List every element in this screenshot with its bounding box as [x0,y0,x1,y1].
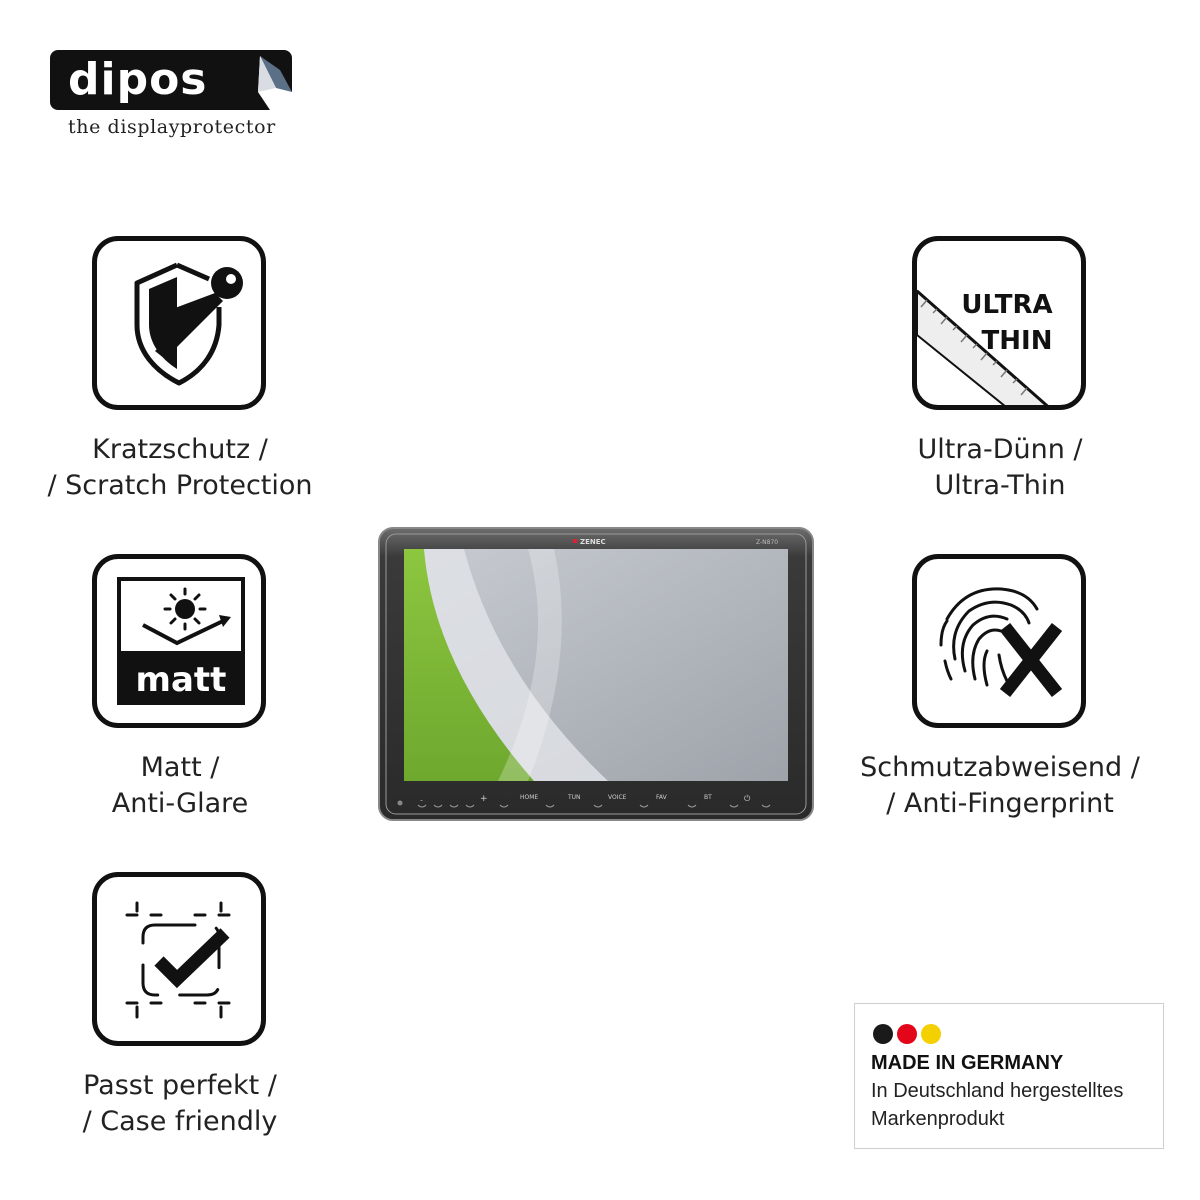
caption-line: Anti-Glare [111,788,249,819]
device-minus-button[interactable]: – [420,797,423,804]
svg-text:ZENEC: ZENEC [580,538,606,546]
case-friendly-icon-box [92,872,266,1046]
made-in-germany-line1: In Deutschland hergestelltes [871,1080,1124,1102]
caption-line: / Scratch Protection [47,470,313,501]
anti-fingerprint-caption: Schmutzabweisend / / Anti-Fingerprint [840,750,1160,822]
device-button-tun[interactable]: TUN [567,794,581,801]
ruler-ultra-thin-icon: ULTRA THIN [917,289,1053,405]
logo-badge [50,50,292,110]
scratch-protection-caption: Kratzschutz / / Scratch Protection [20,432,340,504]
caption-line: Kratzschutz / [92,434,268,465]
fingerprint-x-icon [939,587,1063,698]
device-button-fav[interactable]: FAV [656,794,668,801]
caption-line: Matt / [140,752,220,783]
brand-logo-text: dipos [68,54,208,105]
caption-line: / Case friendly [82,1106,278,1137]
flag-dot-red [897,1024,917,1044]
anti-glare-icon-box: matt [92,554,266,728]
thin-label: THIN [982,326,1053,356]
flag-dot-black [873,1024,893,1044]
made-in-germany-title: MADE IN GERMANY [871,1052,1064,1074]
matt-label: matt [136,660,227,700]
caption-line: Schmutzabweisend / [860,752,1140,783]
brand-tagline: the displayprotector [68,116,276,138]
device-button-home[interactable]: HOME [520,794,538,801]
device-model-label: Z-N870 [756,539,778,546]
sun-matt-icon: matt [117,577,245,705]
scratch-protection-icon-box [92,236,266,410]
device-power-button[interactable]: ⏻ [744,794,751,803]
anti-glare-caption: Matt / Anti-Glare [20,750,340,822]
device-plus-button[interactable]: + [480,794,488,804]
caption-line: / Anti-Fingerprint [886,788,1114,819]
caption-line: Passt perfekt / [83,1070,277,1101]
device-brand-label: ZENEC [573,538,606,546]
caption-line: Ultra-Dünn / [917,434,1083,465]
ultra-label: ULTRA [961,290,1052,320]
case-friendly-caption: Passt perfekt / / Case friendly [20,1068,340,1140]
device-illustration: ZENEC Z-N870 – + HOME TUN VOICE FAV BT ⏻ [378,527,814,821]
made-in-germany-badge: MADE IN GERMANY In Deutschland hergestel… [854,1003,1164,1149]
check-frame-icon [125,901,231,1019]
peel-corner-icon [258,56,292,110]
shield-key-icon [134,262,243,386]
anti-fingerprint-icon-box [912,554,1086,728]
ultra-thin-caption: Ultra-Dünn / Ultra-Thin [840,432,1160,504]
device-button-voice[interactable]: VOICE [608,794,627,801]
caption-line: Ultra-Thin [934,470,1066,501]
made-in-germany-line2: Markenprodukt [871,1108,1005,1130]
flag-dot-gold [921,1024,941,1044]
device-button-bt[interactable]: BT [704,794,712,801]
ultra-thin-icon-box: ULTRA THIN [912,236,1086,410]
